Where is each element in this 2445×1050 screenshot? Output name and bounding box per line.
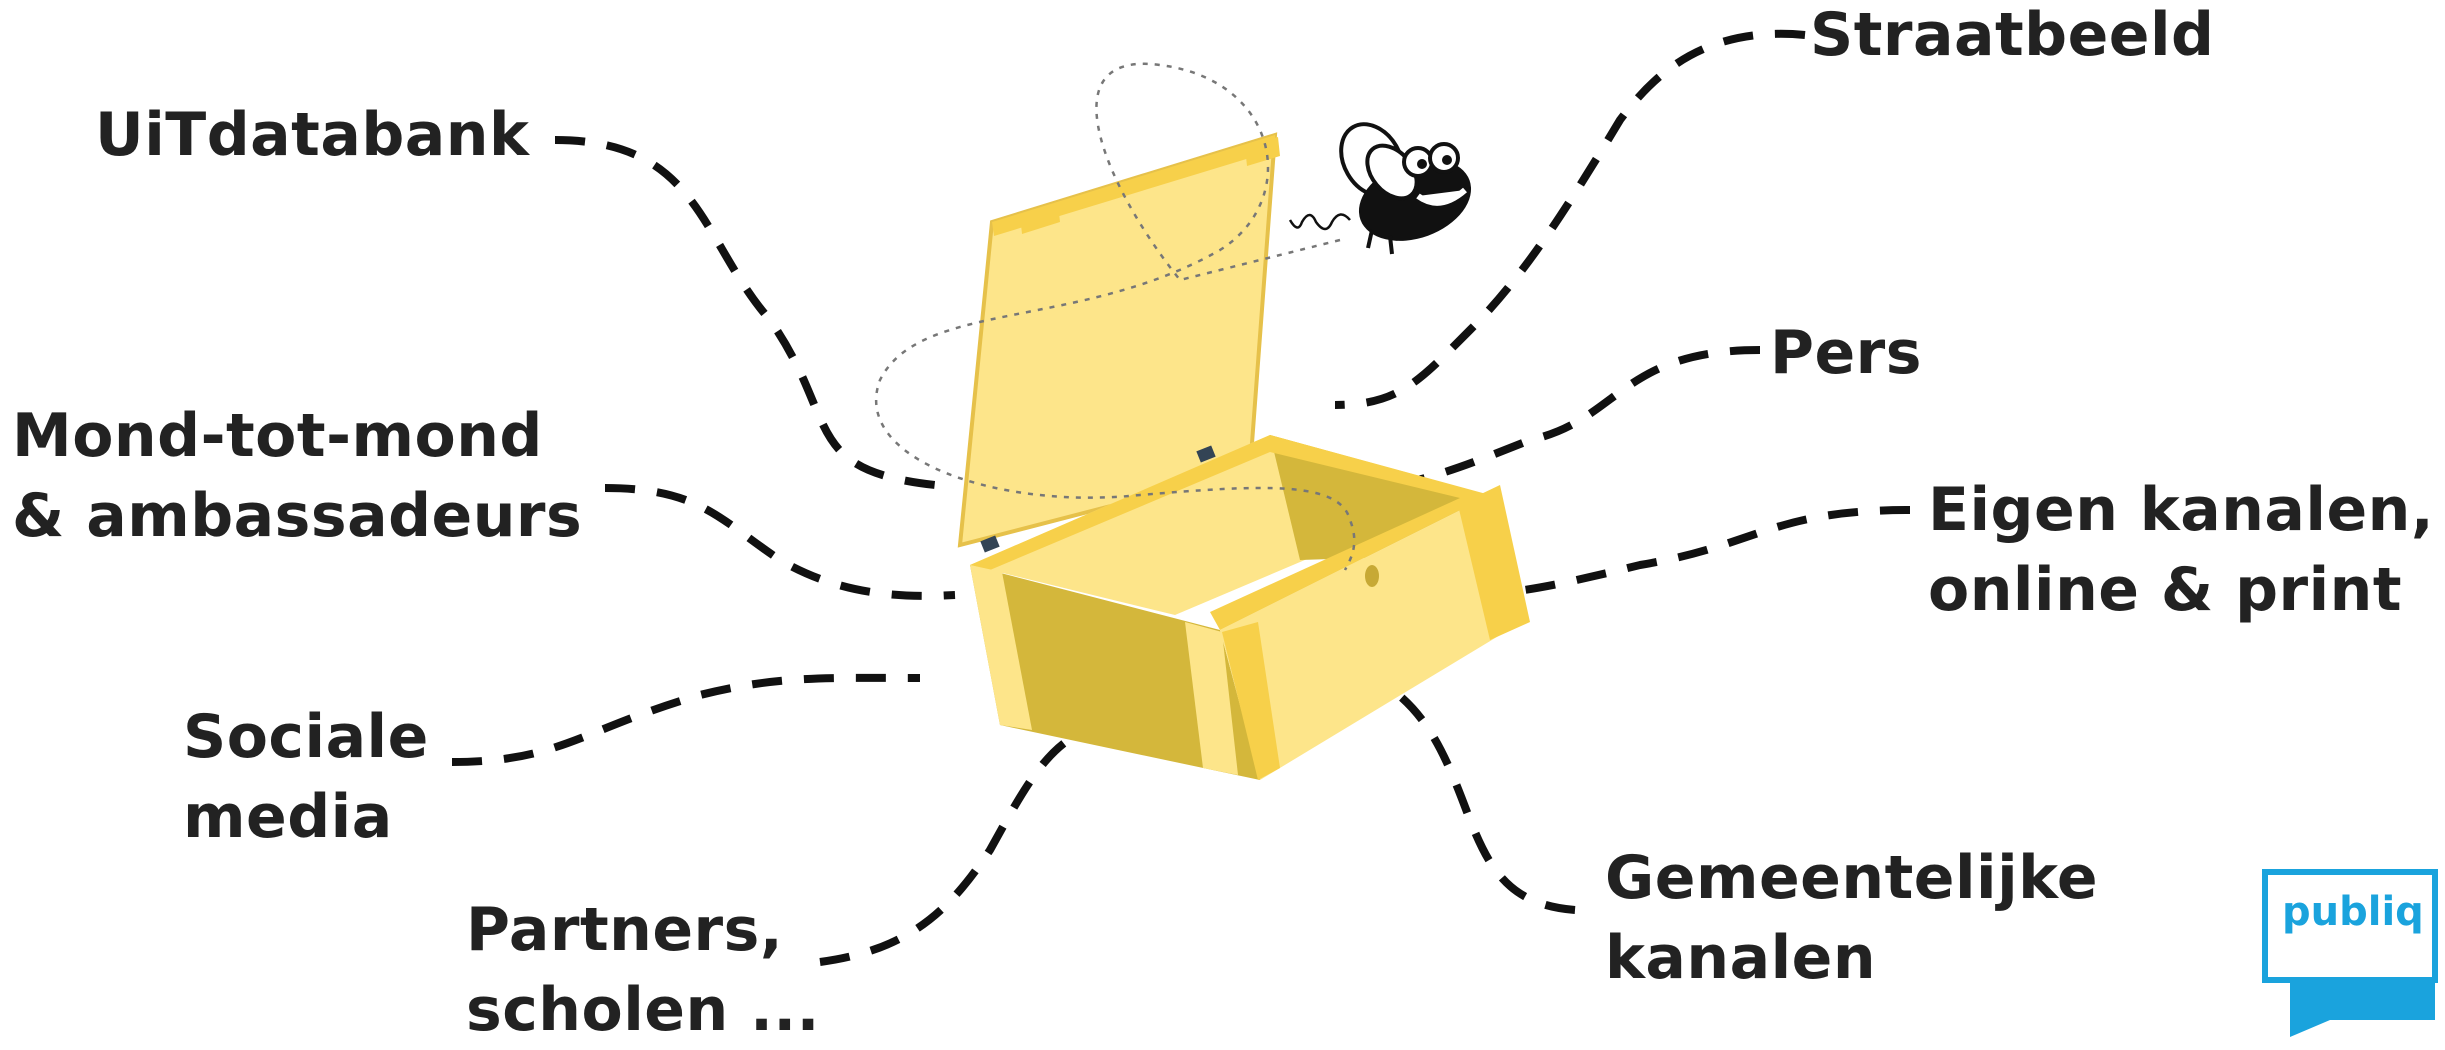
fly-icon — [1288, 122, 1472, 255]
connector-pers — [1409, 346, 1761, 486]
fly-buzz-trail — [1288, 213, 1351, 231]
label-eigen-kanalen: Eigen kanalen, online & print — [1928, 470, 2434, 630]
fly-flight-path — [874, 62, 1356, 571]
label-partners-scholen: Partners, scholen ... — [466, 890, 820, 1050]
box-slat-3 — [1222, 622, 1280, 780]
logo-text: publiq — [2282, 889, 2424, 935]
connector-gemeente — [1333, 656, 1576, 914]
box-rim — [970, 435, 1490, 630]
box-knot — [1365, 565, 1379, 587]
label-pers: Pers — [1770, 318, 1922, 388]
label-sociale-line2: media — [183, 782, 393, 852]
label-sociale-line1: Sociale — [183, 702, 429, 772]
box-front-face — [970, 565, 1260, 780]
box-slat-1 — [970, 565, 1032, 730]
label-gemeentelijke-kanalen: Gemeentelijke kanalen — [1605, 838, 2098, 998]
label-uitdatabank: UiTdatabank — [95, 100, 530, 170]
label-sociale-media: Sociale media — [183, 697, 429, 857]
label-partners-line1: Partners, — [466, 895, 784, 965]
box-side-face — [1220, 495, 1525, 780]
box-hinge-right — [1196, 445, 1216, 463]
publiq-logo: publiq — [2262, 869, 2438, 1037]
box-lid-top-edge — [992, 135, 1276, 236]
label-gemeente-line2: kanalen — [1605, 923, 1877, 993]
connector-mond — [604, 484, 956, 600]
label-mond-tot-mond: Mond-tot-mond & ambassadeurs — [12, 396, 582, 556]
box-slat-2 — [1185, 622, 1238, 775]
label-eigen-line2: online & print — [1928, 555, 2403, 625]
box-lid-tab-left — [1020, 203, 1060, 234]
box-slat-4 — [1458, 485, 1530, 640]
box-hinge-left — [980, 535, 1000, 553]
fly-smile — [1416, 187, 1467, 206]
connector-straatbeeld — [1334, 29, 1806, 409]
box-lid-tab-right — [1245, 137, 1280, 166]
label-mond-line2: & ambassadeurs — [12, 481, 583, 551]
yellow-box-illustration — [957, 132, 1530, 780]
label-gemeente-line1: Gemeentelijke — [1605, 843, 2099, 913]
label-straatbeeld: Straatbeeld — [1810, 0, 2215, 70]
label-mond-line1: Mond-tot-mond — [12, 401, 543, 471]
label-partners-line2: scholen ... — [466, 975, 820, 1045]
label-eigen-line1: Eigen kanalen, — [1928, 475, 2435, 545]
connector-uitdatabank — [554, 136, 936, 489]
connector-sociale — [451, 673, 921, 766]
connector-partners — [819, 714, 1151, 966]
